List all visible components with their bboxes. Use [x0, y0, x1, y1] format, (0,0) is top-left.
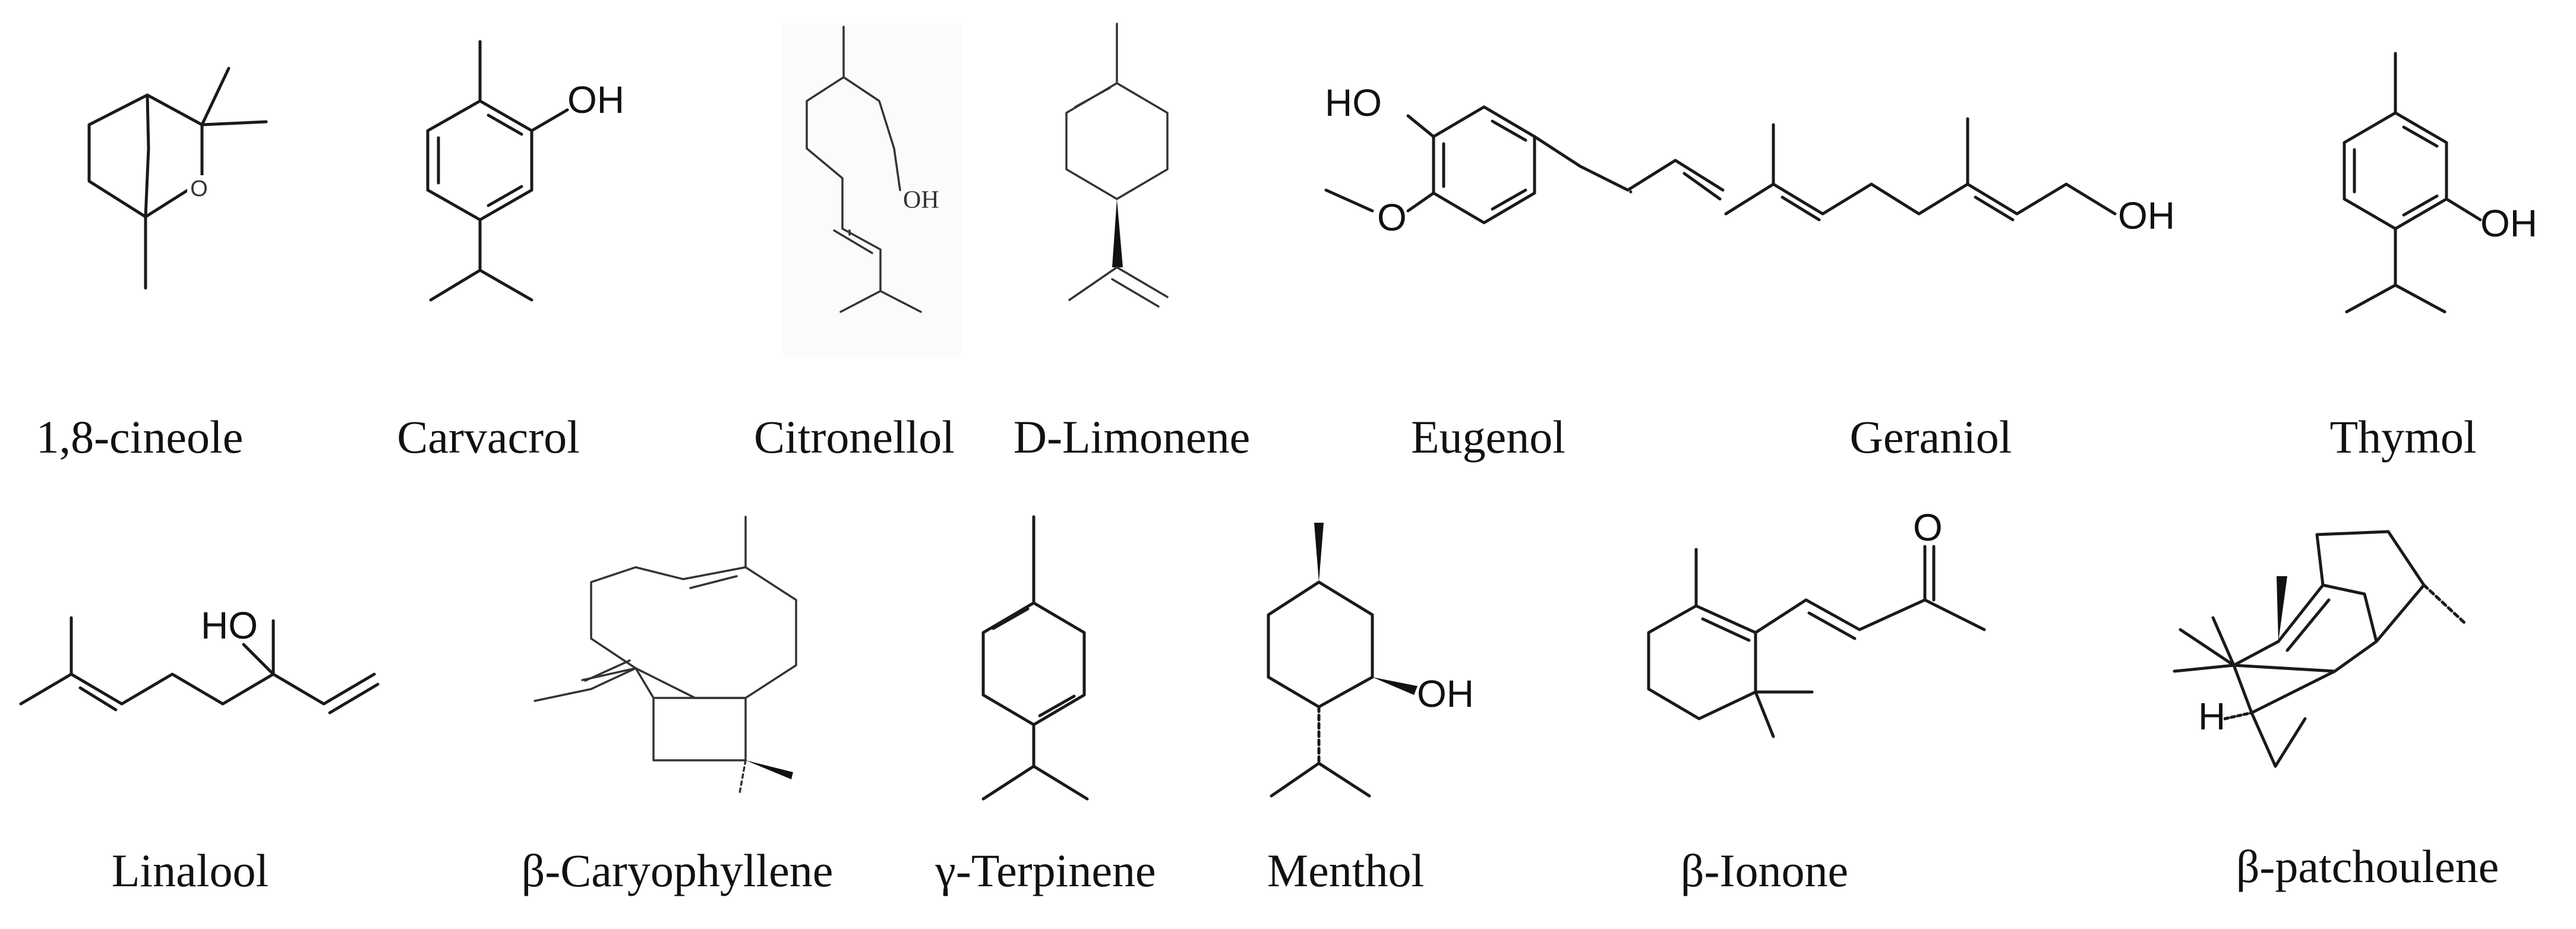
compound-name-carvacrol: Carvacrol [397, 411, 580, 463]
structure-thymol: OH [2343, 52, 2537, 314]
structure-menthol: OH [1267, 523, 1474, 798]
structure-ionone: O [1647, 506, 1986, 738]
compound-name-thymol: Thymol [2330, 411, 2477, 463]
compound-name-patchoulene: β-patchoulene [2236, 840, 2499, 892]
compound-name-ionone: β-Ionone [1681, 845, 1848, 896]
structure-geraniol: OH [1724, 117, 2175, 237]
eugenol-methoxy-oxygen-label: O [1377, 196, 1407, 239]
menthol-oh-label: OH [1417, 672, 1474, 715]
structure-limonene [1065, 23, 1169, 308]
compound-name-limonene: D-Limonene [1014, 411, 1251, 463]
compound-name-menthol: Menthol [1267, 845, 1424, 896]
compound-name-cineole: 1,8-cineole [36, 411, 244, 463]
ionone-oxygen-label: O [1913, 506, 1943, 549]
structure-linalool: HO [19, 604, 380, 715]
structure-eugenol: HO O [1324, 81, 1725, 239]
compound-name-linalool: Linalool [112, 845, 269, 896]
structure-terpinene [981, 515, 1089, 801]
structure-patchoulene: H [2173, 530, 2467, 768]
compound-name-citronellol: Citronellol [754, 411, 955, 463]
citronellol-oh-label: OH [903, 187, 939, 214]
thymol-oh-label: OH [2480, 202, 2537, 245]
cineole-oxygen-label: O [190, 176, 208, 201]
patchoulene-hydrogen-label: H [2198, 695, 2225, 738]
structure-caryophyllene [533, 516, 797, 794]
structure-citronellol: OH [783, 24, 961, 356]
compound-name-geraniol: Geraniol [1850, 411, 2012, 463]
compound-name-caryophyllene: β-Caryophyllene [522, 845, 834, 896]
geraniol-oh-label: OH [2118, 194, 2175, 237]
carvacrol-oh-label: OH [567, 78, 624, 121]
compound-name-eugenol: Eugenol [1411, 411, 1565, 463]
linalool-ho-label: HO [201, 604, 258, 647]
structure-cineole: O [87, 67, 268, 290]
structure-carvacrol: OH [426, 40, 624, 302]
eugenol-ho-label: HO [1325, 81, 1382, 124]
compound-name-terpinene: γ-Terpinene [935, 845, 1156, 896]
